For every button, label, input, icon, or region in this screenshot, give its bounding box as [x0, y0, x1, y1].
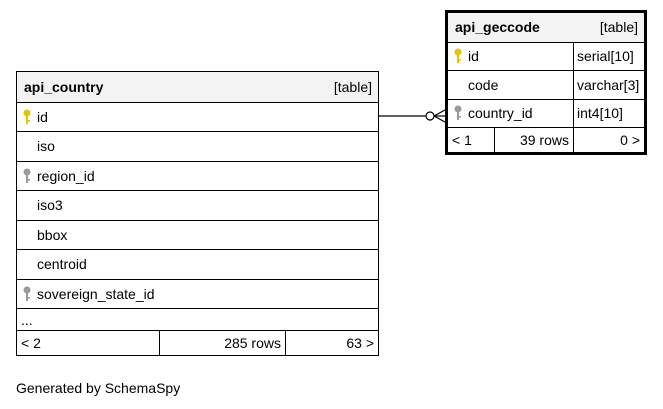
column-row[interactable]: id serial[10] — [448, 41, 644, 70]
table-name: api_geccode — [455, 19, 540, 36]
primary-key-icon — [448, 48, 468, 64]
row-count: 39 rows — [494, 128, 573, 152]
column-name: iso — [37, 138, 55, 155]
column-name: sovereign_state_id — [37, 285, 155, 302]
foreign-key-icon — [17, 286, 37, 302]
crowfoot-line-upper — [433, 109, 446, 117]
foreign-key-icon — [448, 105, 468, 121]
table-header: api_geccode [table] — [448, 13, 644, 42]
column-row[interactable]: centroid — [17, 249, 378, 279]
column-row[interactable]: sovereign_state_id — [17, 278, 378, 309]
foreign-key-icon — [17, 168, 37, 184]
table-footer: < 2 285 rows 63 > — [17, 330, 378, 355]
column-type: varchar[3] — [573, 71, 644, 99]
column-name: bbox — [37, 226, 68, 243]
column-row[interactable]: region_id — [17, 160, 378, 191]
table-api-geccode[interactable]: api_geccode [table] id serial[10] code v… — [445, 10, 647, 155]
children-count[interactable]: 0 > — [573, 128, 644, 152]
crowfoot-line-lower — [433, 115, 446, 123]
table-header: api_country [table] — [17, 72, 378, 102]
column-type: serial[10] — [573, 42, 644, 70]
column-name: iso3 — [37, 197, 63, 214]
row-count: 285 rows — [159, 331, 285, 355]
column-type: int4[10] — [573, 99, 644, 127]
column-row[interactable]: id — [17, 101, 378, 132]
table-kind: [table] — [599, 19, 638, 36]
more-columns-row: ... — [17, 308, 378, 330]
column-row[interactable]: bbox — [17, 219, 378, 250]
generated-by-label: Generated by SchemaSpy — [16, 380, 181, 396]
column-name: id — [468, 48, 479, 65]
table-kind: [table] — [333, 78, 372, 95]
parents-count[interactable]: < 1 — [452, 132, 472, 148]
column-name: region_id — [37, 167, 95, 184]
table-footer: < 1 39 rows 0 > — [448, 127, 644, 152]
primary-key-icon — [17, 109, 37, 125]
column-name: id — [37, 108, 48, 125]
children-count[interactable]: 63 > — [285, 331, 378, 355]
column-row[interactable]: country_id int4[10] — [448, 98, 644, 127]
column-row[interactable]: code varchar[3] — [448, 70, 644, 99]
zero-optionality-mark — [425, 111, 435, 121]
column-name: centroid — [37, 256, 87, 273]
column-row[interactable]: iso — [17, 131, 378, 161]
more-columns-text: ... — [21, 311, 33, 328]
column-name: code — [468, 76, 499, 93]
table-name: api_country — [24, 78, 104, 95]
parents-count[interactable]: < 2 — [21, 335, 41, 351]
table-api-country[interactable]: api_country [table] id iso region_id iso… — [16, 71, 379, 356]
column-name: country_id — [468, 105, 533, 122]
column-row[interactable]: iso3 — [17, 190, 378, 220]
